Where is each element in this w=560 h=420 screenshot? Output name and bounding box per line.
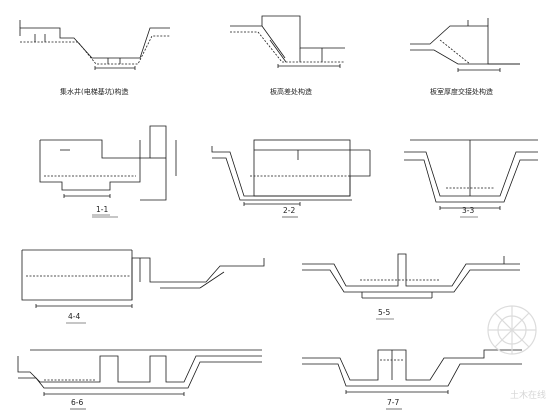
section-1-1-drawing bbox=[39, 125, 177, 201]
section-3-3-caption: 3-3 bbox=[462, 206, 475, 215]
section-2-2-caption: 2-2 bbox=[283, 206, 296, 215]
section-1-1-caption: 1-1 bbox=[96, 205, 109, 214]
detail-thick-caption: 板室厚度交接处构造 bbox=[430, 88, 493, 96]
detail-pit-caption: 集水井(电梯基坑)构造 bbox=[60, 88, 129, 96]
detail-pit-drawing bbox=[19, 20, 170, 70]
detail-thick-drawing bbox=[410, 18, 520, 72]
section-5-5-drawing bbox=[302, 253, 520, 299]
detail-step-caption: 板高差处构造 bbox=[270, 88, 312, 96]
section-7-7-caption: 7-7 bbox=[387, 398, 400, 407]
watermark-text: 土木在线 bbox=[510, 391, 547, 401]
section-7-7-drawing bbox=[302, 349, 522, 394]
section-6-6-drawing bbox=[17, 349, 262, 396]
detail-step-drawing bbox=[230, 15, 345, 68]
section-6-6-caption: 6-6 bbox=[71, 398, 84, 407]
caption-underlines bbox=[66, 214, 478, 410]
section-2-2-drawing bbox=[211, 139, 371, 206]
section-3-3-drawing bbox=[404, 139, 538, 210]
section-4-4-drawing bbox=[21, 249, 265, 308]
section-4-4-caption: 4-4 bbox=[68, 312, 81, 321]
section-5-5-caption: 5-5 bbox=[378, 308, 391, 317]
watermark-logo bbox=[487, 305, 537, 355]
